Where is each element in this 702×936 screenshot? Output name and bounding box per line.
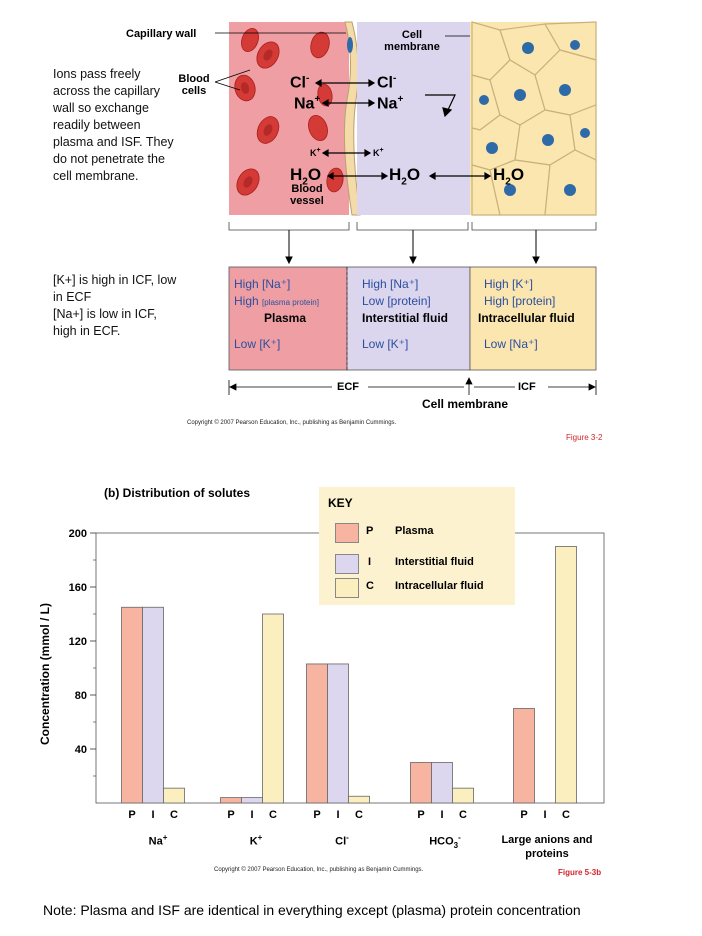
rbc-centers xyxy=(240,49,273,188)
legend-swatch-icf xyxy=(335,578,359,598)
na-plasma: Na+ xyxy=(294,94,321,113)
figure-3-2-label: Figure 3-2 xyxy=(566,433,603,442)
legend-title: KEY xyxy=(328,496,353,510)
plasma-line1: High [Na⁺] xyxy=(234,277,291,291)
cell-membrane-bottom-label: Cell membrane xyxy=(422,397,509,411)
isf-name: Interstitial fluid xyxy=(362,311,449,325)
sub-label-p-3: P xyxy=(417,809,424,821)
sub-label-c-0: C xyxy=(170,809,178,821)
k-isf: K+ xyxy=(373,147,384,158)
na-isf: Na+ xyxy=(377,94,404,113)
icf-line3: Low [Na⁺] xyxy=(484,337,538,351)
sub-label-i-3: I xyxy=(440,809,443,821)
cell-membrane-top-label: Cell membrane xyxy=(384,29,440,53)
figure-5-3b-label: Figure 5-3b xyxy=(558,868,602,877)
y-tick-label-200: 200 xyxy=(69,528,87,540)
legend-box: KEY P Plasma I Interstitial fluid C Intr… xyxy=(319,487,515,605)
h2o-plasma: H2O xyxy=(290,165,322,188)
cl-plasma: Cl- xyxy=(290,73,310,92)
legend-name-plasma: Plasma xyxy=(395,525,434,537)
y-tick-label-80: 80 xyxy=(75,690,87,702)
bar-c-1 xyxy=(262,613,284,804)
y-tick-label-120: 120 xyxy=(69,636,87,648)
legend-key-c: C xyxy=(366,580,374,592)
sub-label-c-1: C xyxy=(269,809,277,821)
sub-label-p-2: P xyxy=(313,809,320,821)
chart-title: (b) Distribution of solutes xyxy=(104,486,250,500)
compartment-diagram xyxy=(214,21,597,395)
cells xyxy=(471,21,597,216)
legend-swatch-plasma xyxy=(335,523,359,543)
legend-key-i: I xyxy=(368,556,372,568)
sub-label-i-2: I xyxy=(336,809,339,821)
y-tick-label-40: 40 xyxy=(75,744,87,756)
sub-label-c-2: C xyxy=(355,809,363,821)
k-na-note: [K+] is high in ICF, low in ECF [Na+] is… xyxy=(53,273,177,338)
blood-cells-label: Blood cells xyxy=(178,73,210,97)
plasma-line2: High [plasma protein] xyxy=(234,294,319,308)
ecf-label: ECF xyxy=(337,381,359,393)
legend-name-icf: Intracellular fluid xyxy=(395,580,484,592)
sub-label-i-4: I xyxy=(543,809,546,821)
bar-p-4 xyxy=(513,708,535,804)
category-na: Na+ xyxy=(148,833,168,848)
sub-label-i-1: I xyxy=(250,809,253,821)
bar-p-3 xyxy=(410,762,432,804)
copyright-bottom: Copyright © 2007 Pearson Education, Inc.… xyxy=(214,867,424,873)
plasma-name: Plasma xyxy=(264,311,307,325)
plasma-line3: Low [K⁺] xyxy=(234,337,281,351)
isf-line1: High [Na⁺] xyxy=(362,277,419,291)
isf-line3: Low [K⁺] xyxy=(362,337,409,351)
k-plasma: K+ xyxy=(310,147,321,158)
icf-box xyxy=(469,266,597,371)
plasma-box xyxy=(228,266,348,371)
bar-p-2 xyxy=(306,663,328,804)
blood-vessel-label: Blood vessel xyxy=(290,183,324,207)
copyright-top: Copyright © 2007 Pearson Education, Inc.… xyxy=(187,420,397,426)
bar-i-3 xyxy=(431,762,453,804)
h2o-isf: H2O xyxy=(389,165,421,188)
sub-label-p-4: P xyxy=(520,809,527,821)
bar-c-3 xyxy=(452,787,474,804)
category-large-anions: Large anions and proteins xyxy=(501,834,593,860)
sub-label-c-4: C xyxy=(562,809,570,821)
bar-i-0 xyxy=(142,606,164,804)
bar-i-1 xyxy=(241,797,263,804)
sub-label-i-0: I xyxy=(151,809,154,821)
category-hco3: HCO3- xyxy=(429,833,461,850)
wall-nucleus xyxy=(347,37,353,53)
legend-swatch-isf xyxy=(335,554,359,574)
icf-name: Intracellular fluid xyxy=(478,311,575,325)
footer-note: Note: Plasma and ISF are identical in ev… xyxy=(43,902,581,918)
ion-arrows xyxy=(314,78,492,181)
category-k: K+ xyxy=(249,833,263,848)
icf-line2: High [protein] xyxy=(484,294,556,308)
capillary-wall-label: Capillary wall xyxy=(126,28,197,40)
bar-c-0 xyxy=(163,787,185,804)
legend-name-isf: Interstitial fluid xyxy=(395,556,474,568)
bar-p-1 xyxy=(220,797,242,804)
isf-line2: Low [protein] xyxy=(362,294,431,308)
category-cl: Cl- xyxy=(335,833,349,848)
icf-label: ICF xyxy=(518,381,536,393)
y-tick-label-160: 160 xyxy=(69,582,87,594)
sub-label-p-0: P xyxy=(128,809,135,821)
icf-line1: High [K⁺] xyxy=(484,277,534,291)
bar-c-2 xyxy=(348,795,370,804)
legend-key-p: P xyxy=(366,525,374,537)
isf-region xyxy=(357,22,470,215)
h2o-icf: H2O xyxy=(493,165,525,188)
bar-p-0 xyxy=(121,606,143,804)
bar-i-2 xyxy=(327,663,349,804)
sub-label-p-1: P xyxy=(227,809,234,821)
ions-note: Ions pass freely across the capillary wa… xyxy=(53,67,178,183)
cl-isf: Cl- xyxy=(377,73,397,92)
cell-nuclei xyxy=(479,40,590,196)
bar-c-4 xyxy=(555,546,577,804)
sub-label-c-3: C xyxy=(459,809,467,821)
